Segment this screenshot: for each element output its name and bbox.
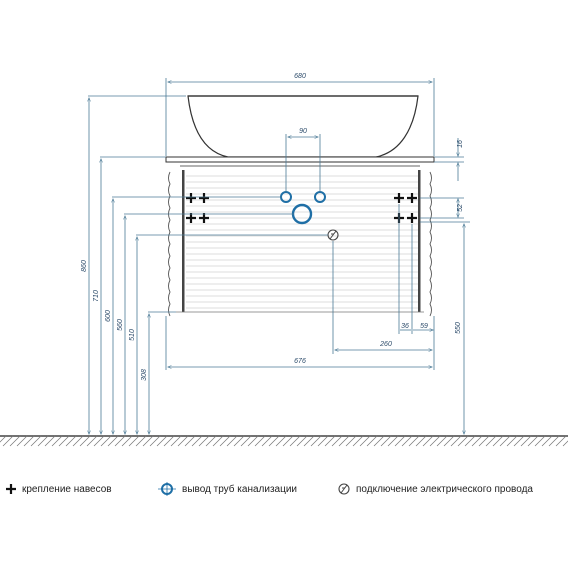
dim-height-308: 308 <box>141 369 148 381</box>
basin-bowl <box>187 95 419 158</box>
dim-pipe-spacing: 90 <box>299 128 307 135</box>
dim-side-36: 36 <box>401 323 409 330</box>
dim-height-total: 860 <box>81 260 88 272</box>
legend-drain-label: вывод труб канализации <box>182 483 298 495</box>
hinge-marks <box>186 193 417 223</box>
drain-outlet-icon <box>158 482 176 496</box>
legend-hinge-label: крепление навесов <box>22 483 112 495</box>
dimension-lines <box>88 78 470 434</box>
dim-basin-width: 680 <box>294 73 306 80</box>
dim-height-600: 600 <box>105 310 112 322</box>
legend-electric: подключение электрического провода <box>338 480 533 498</box>
floor-line <box>0 435 568 447</box>
electric-plug-icon <box>338 483 350 495</box>
dim-offset-260: 260 <box>379 341 392 348</box>
dim-height-top: 710 <box>93 290 100 302</box>
dim-top-thickness: 16 <box>457 140 464 148</box>
hinge-cross-icon <box>6 484 16 494</box>
dim-height-510: 510 <box>129 329 136 341</box>
cabinet-body <box>168 170 432 317</box>
legend-hinge: крепление навесов <box>6 480 112 498</box>
countertop <box>165 156 435 167</box>
legend-drain: вывод труб канализации <box>158 480 297 498</box>
dim-side-59: 59 <box>420 323 428 330</box>
dim-cabinet-width: 676 <box>294 358 306 365</box>
dim-height-right: 550 <box>455 322 462 334</box>
drain-outlets <box>280 191 326 225</box>
dim-hole-offset: 52 <box>457 204 464 212</box>
dim-height-560: 560 <box>117 319 124 331</box>
electric-connection-icon <box>327 229 339 241</box>
legend-electric-label: подключение электрического провода <box>356 483 533 495</box>
